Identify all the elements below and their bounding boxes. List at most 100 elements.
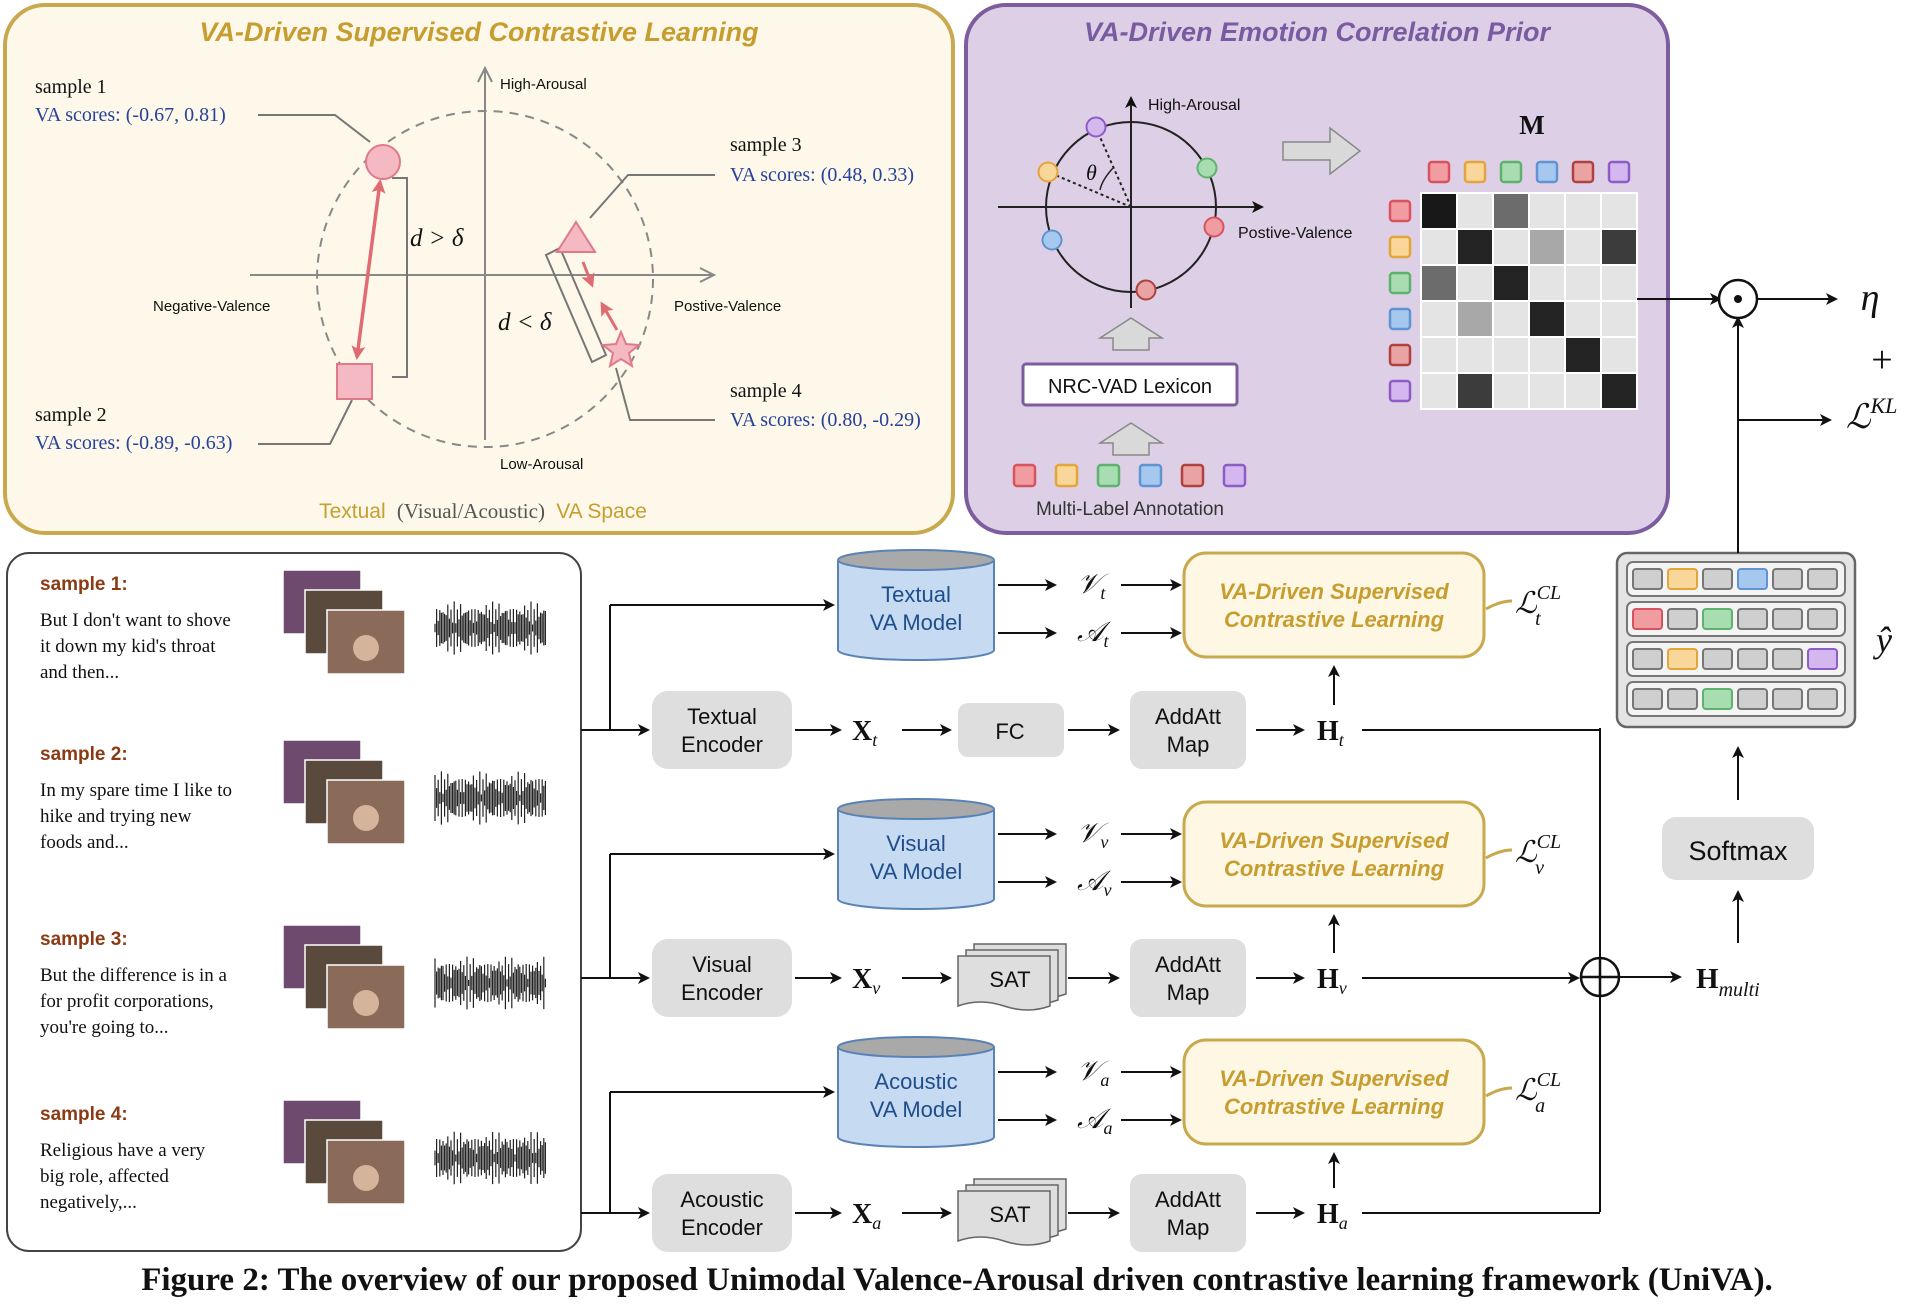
arousal-symbol: 𝒜t xyxy=(1077,617,1111,651)
matrix-cell xyxy=(1420,300,1458,338)
input-sample-text-line: it down my kid's throat xyxy=(40,636,216,657)
matrix-cell xyxy=(1420,336,1458,374)
emotion-point-red xyxy=(1203,216,1225,238)
addatt-map-label: AddAtt xyxy=(1155,704,1221,729)
prior-high-arousal-label: High-Arousal xyxy=(1148,97,1240,114)
arousal-symbol: 𝒜a xyxy=(1077,1104,1113,1138)
emotion-point-green xyxy=(1196,157,1218,179)
matrix-column-swatch xyxy=(1535,160,1559,184)
contrastive-panel-frame xyxy=(3,3,955,535)
input-sample-text-line: big role, affected xyxy=(40,1166,169,1187)
matrix-cell xyxy=(1600,264,1638,302)
matrix-cell xyxy=(1564,372,1602,410)
contrastive-learning-label: Contrastive Learning xyxy=(1224,1094,1445,1119)
input-sample-text-line: you're going to... xyxy=(40,1017,169,1038)
matrix-cell xyxy=(1528,264,1566,302)
encoder-label: Encoder xyxy=(681,980,763,1005)
contrastive-panel-title: VA-Driven Supervised Contrastive Learnin… xyxy=(199,17,759,47)
va-model-cylinder-top xyxy=(837,798,995,820)
matrix-m-label: M xyxy=(1519,110,1544,140)
speaker-face xyxy=(353,805,379,831)
valence-symbol: 𝒱t xyxy=(1077,569,1109,603)
prediction-cell xyxy=(1807,648,1838,670)
va-model-label: VA Model xyxy=(870,859,963,884)
matrix-cell xyxy=(1492,264,1530,302)
va-model-label: VA Model xyxy=(870,1097,963,1122)
addatt-map-label: AddAtt xyxy=(1155,1187,1221,1212)
sample-2-scores: VA scores: (-0.89, -0.63) xyxy=(35,432,232,454)
matrix-cell xyxy=(1492,372,1530,410)
emotion-point-darkred xyxy=(1135,279,1157,301)
h-feature-symbol: Ha xyxy=(1317,1199,1348,1233)
projection-label: FC xyxy=(995,719,1024,744)
multi-label-annotation-label: Multi-Label Annotation xyxy=(1036,499,1224,520)
prediction-cell xyxy=(1667,688,1698,710)
correlation-matrix xyxy=(1420,192,1638,410)
prediction-cell xyxy=(1772,608,1803,630)
audio-waveform xyxy=(434,771,546,825)
h-feature-symbol: Ht xyxy=(1317,716,1345,750)
input-sample-text-line: Religious have a very xyxy=(40,1140,206,1161)
matrix-cell xyxy=(1528,300,1566,338)
positive-valence-label: Postive-Valence xyxy=(674,298,781,315)
va-model-cylinder xyxy=(837,560,995,661)
softmax-label: Softmax xyxy=(1688,836,1788,866)
annotation-swatch xyxy=(1138,463,1163,488)
matrix-cell xyxy=(1564,228,1602,266)
d-greater-delta: d > δ xyxy=(410,225,464,252)
prediction-cell xyxy=(1632,688,1663,710)
speaker-face xyxy=(353,990,379,1016)
nrc-vad-lexicon-label: NRC-VAD Lexicon xyxy=(1048,376,1212,398)
matrix-cell xyxy=(1528,228,1566,266)
prediction-cell xyxy=(1702,688,1733,710)
inputs-panel-frame xyxy=(6,552,582,1252)
encoder-box xyxy=(652,1174,792,1252)
arousal-symbol: 𝒜v xyxy=(1077,866,1112,900)
contrastive-learning-label: VA-Driven Supervised xyxy=(1219,828,1449,853)
x-feature-symbol: Xt xyxy=(852,716,878,750)
up-block-arrow-1 xyxy=(1097,317,1165,351)
contrastive-learning-label: VA-Driven Supervised xyxy=(1219,1066,1449,1091)
va-model-cylinder xyxy=(837,1047,995,1148)
va-space-footer: Textual (Visual/Acoustic) VA Space xyxy=(319,499,647,523)
input-sample-title: sample 3: xyxy=(40,929,128,950)
matrix-cell xyxy=(1456,192,1494,230)
matrix-cell xyxy=(1492,192,1530,230)
contrastive-panel: VA-Driven Supervised Contrastive Learnin… xyxy=(3,3,955,535)
sample-2-label: sample 2 xyxy=(35,404,107,426)
emotion-point-blue xyxy=(1041,229,1063,251)
video-frame-thumbnail xyxy=(326,964,406,1030)
emotion-point-purple xyxy=(1085,116,1107,138)
sample-4-label: sample 4 xyxy=(730,380,802,402)
sample-1-label: sample 1 xyxy=(35,76,107,98)
encoder-label: Encoder xyxy=(681,1215,763,1240)
matrix-cell xyxy=(1564,300,1602,338)
sample-4-star xyxy=(600,329,642,369)
matrix-cell xyxy=(1600,336,1638,374)
input-sample-title: sample 2: xyxy=(40,744,128,765)
x-feature-symbol: Xv xyxy=(852,964,880,998)
audio-waveform xyxy=(434,956,546,1010)
plus-sign: + xyxy=(1871,339,1892,381)
matrix-column-swatch xyxy=(1499,160,1523,184)
matrix-cell xyxy=(1420,192,1458,230)
matrix-row-swatch xyxy=(1388,199,1412,223)
matrix-cell xyxy=(1456,372,1494,410)
input-sample-text-line: for profit corporations, xyxy=(40,991,214,1012)
nrc-vad-lexicon-box xyxy=(1021,362,1239,407)
matrix-row-swatches xyxy=(1388,199,1412,403)
prediction-cell xyxy=(1667,568,1698,590)
projection-label: SAT xyxy=(989,967,1030,992)
sat-stack-sheet xyxy=(957,955,1051,1011)
contrastive-learning-label: Contrastive Learning xyxy=(1224,856,1445,881)
matrix-cell xyxy=(1600,228,1638,266)
prediction-cell xyxy=(1632,568,1663,590)
prediction-cell xyxy=(1807,608,1838,630)
matrix-cell xyxy=(1456,228,1494,266)
eta-label: η xyxy=(1861,277,1880,319)
contrastive-learning-box xyxy=(1182,800,1486,908)
